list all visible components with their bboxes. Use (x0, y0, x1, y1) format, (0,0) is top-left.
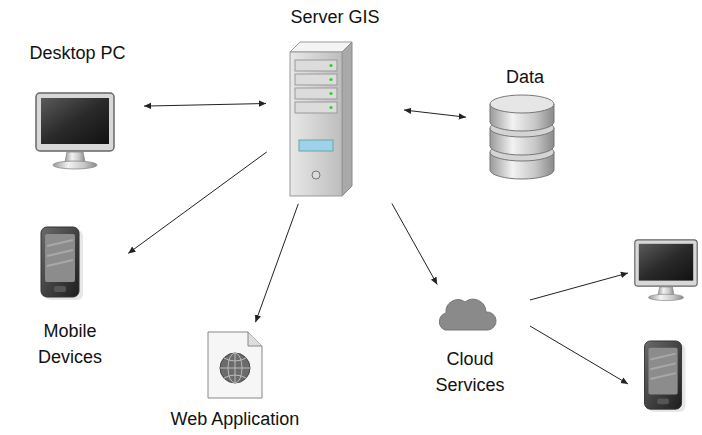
data-node: Data (470, 64, 580, 184)
node-label: Mobile Devices (20, 318, 120, 370)
server-node: Server GIS (270, 4, 400, 200)
connector-arrow (144, 104, 266, 107)
node-label: Server GIS (290, 4, 379, 30)
connector-arrow (128, 152, 267, 254)
monitor-icon (635, 240, 697, 301)
web-app-node: Web Application (150, 326, 320, 432)
phone-icon (41, 227, 83, 300)
web-page-icon (208, 332, 262, 398)
connector-arrow (392, 204, 437, 285)
phone-icon (645, 341, 686, 412)
node-label: Cloud Services (420, 346, 520, 398)
database-icon (490, 95, 554, 179)
arrow-line (530, 273, 628, 300)
node-label: Web Application (171, 406, 300, 432)
cloud-node: Cloud Services (415, 288, 525, 398)
connector-arrow (256, 204, 299, 322)
cloud-icon (439, 299, 496, 330)
server-icon (290, 42, 352, 196)
mobile-node: Mobile Devices (15, 222, 125, 370)
node-label: Data (506, 64, 544, 90)
connector-arrow (404, 110, 466, 117)
monitor-icon (36, 93, 114, 169)
arrow-line (530, 326, 628, 384)
node-label: Desktop PC (29, 40, 125, 66)
desktop-node: Desktop PC (15, 40, 140, 175)
